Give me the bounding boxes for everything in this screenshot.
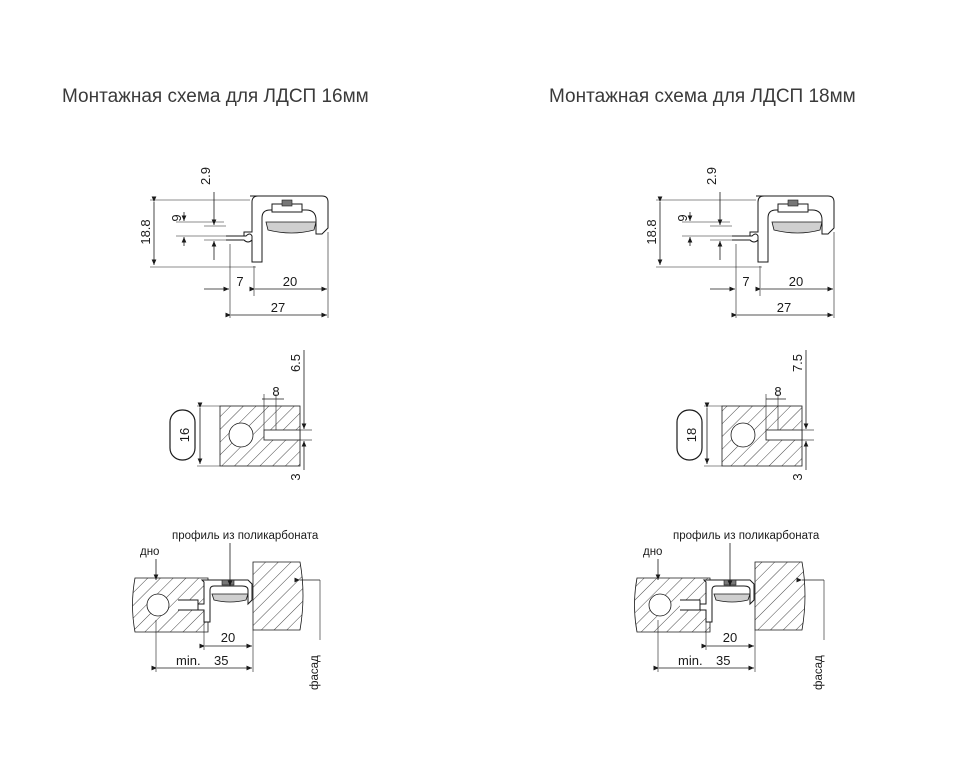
scheme-18mm: 18.8 9 2.9 7 20 27 18 — [634, 167, 835, 690]
min-label: min. — [176, 653, 201, 668]
dim-2-9: 2.9 — [704, 167, 719, 185]
dim-9: 9 — [169, 214, 184, 221]
mounting-tongue — [680, 599, 701, 611]
dim-35: 35 — [214, 653, 228, 668]
dim-27: 27 — [777, 300, 791, 315]
dim-20: 20 — [283, 274, 297, 289]
diffuser — [713, 593, 751, 603]
dowel-hole — [648, 593, 672, 617]
mounting-tongue — [226, 233, 253, 243]
facade-panel — [252, 561, 304, 631]
dim-20: 20 — [221, 630, 235, 645]
panel-groove-diagram: 18 8 7.5 3 — [676, 350, 814, 481]
polycarbonate-profile-label: профиль из поликарбоната — [172, 530, 319, 542]
diffuser — [771, 221, 823, 234]
thickness-badge — [169, 409, 196, 461]
polycarbonate-profile-label: профиль из поликарбоната — [673, 530, 820, 542]
profile-section-diagram: 18.8 9 2.9 7 20 27 — [138, 167, 329, 318]
scheme-16mm: 18.8 9 2.9 7 20 27 16 — [132, 167, 329, 690]
panel-thickness: 18 — [684, 428, 699, 442]
dim-18-8: 18.8 — [644, 219, 659, 244]
dim-3: 3 — [790, 473, 805, 480]
groove — [263, 429, 301, 441]
mounting-tongue — [732, 233, 759, 243]
dim-9: 9 — [675, 214, 690, 221]
dim-2-9: 2.9 — [198, 167, 213, 185]
facade-panel — [754, 561, 806, 631]
dowel-hole — [146, 593, 170, 617]
bottom-label: дно — [140, 546, 159, 558]
title-left: Монтажная схема для ЛДСП 16мм — [62, 86, 369, 107]
aluminium-profile — [699, 579, 755, 623]
dim-8: 8 — [774, 384, 781, 399]
dim-20: 20 — [723, 630, 737, 645]
dim-7: 7 — [236, 274, 243, 289]
mounting-tongue — [178, 599, 199, 611]
diffuser — [265, 221, 317, 234]
panel-thickness: 16 — [177, 428, 192, 442]
bottom-panel — [132, 577, 209, 633]
dim-18-8: 18.8 — [138, 219, 153, 244]
led-chip — [787, 199, 799, 207]
dowel-hole — [730, 422, 756, 448]
dim-20: 20 — [789, 274, 803, 289]
dim-8: 8 — [272, 384, 279, 399]
profile-section-diagram: 18.8 9 2.9 7 20 27 — [644, 167, 835, 318]
led-chip — [281, 199, 293, 207]
led-chip — [221, 579, 235, 586]
diffuser — [211, 593, 249, 603]
dowel-hole — [228, 422, 254, 448]
dim-top: 7.5 — [790, 354, 805, 372]
dim-top: 6.5 — [288, 354, 303, 372]
dim-7: 7 — [742, 274, 749, 289]
dim-3: 3 — [288, 473, 303, 480]
title-right: Монтажная схема для ЛДСП 18мм — [549, 86, 856, 107]
bottom-label: дно — [643, 546, 662, 558]
facade-label: фасад — [309, 655, 321, 690]
assembly-diagram: профиль из поликарбоната дно фасад 20 mi… — [132, 530, 321, 690]
thickness-badge — [676, 409, 703, 461]
dim-35: 35 — [716, 653, 730, 668]
groove — [765, 429, 803, 441]
dim-27: 27 — [271, 300, 285, 315]
panel-groove-diagram: 16 8 6.5 3 — [169, 350, 312, 481]
min-label: min. — [678, 653, 703, 668]
aluminium-profile — [197, 579, 253, 623]
assembly-diagram: профиль из поликарбоната дно фасад 20 mi… — [634, 530, 825, 690]
facade-label: фасад — [813, 655, 825, 690]
bottom-panel — [634, 577, 711, 633]
